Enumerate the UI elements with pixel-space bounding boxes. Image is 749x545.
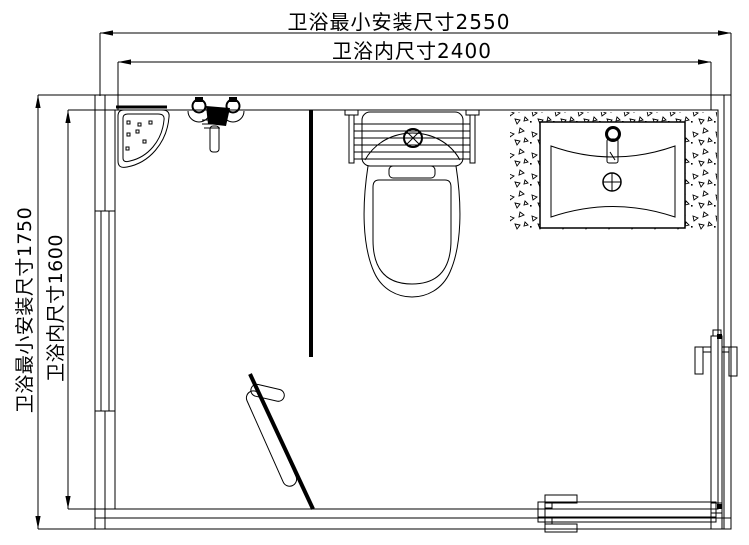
panel-corner-block [717,334,722,339]
faucet-head [605,126,621,142]
dim-label-top-inner: 卫浴内尺寸2400 [332,39,492,63]
drain-hole [126,120,131,125]
panel-handle-connector [544,517,553,525]
vanity-countertop [510,112,717,232]
toilet-tank-lid-curve [364,132,461,161]
drain-hole [148,120,153,125]
dim-arrowhead [118,59,131,65]
panel-handle-connector [544,502,553,509]
panel-body [710,335,723,530]
mixer-body [206,106,230,126]
mixer-spout [209,125,220,153]
sink-basin-bowl [550,145,676,218]
flush-button-cross [406,131,420,145]
door-handle-hook [250,383,285,402]
panel-body [537,501,717,523]
panel-handle-top [544,494,578,504]
dimension-left-outer: 卫浴最小安装尺寸1750 [14,94,95,530]
rack-post-cap [465,109,480,116]
panel-handle-connector [702,346,712,353]
rack-post [469,114,476,164]
dimension-left-inner: 卫浴内尺寸1600 [45,109,115,510]
toilet [344,109,480,298]
shelf-outer-outline [117,109,170,168]
drain-hole [135,129,140,134]
rack-post-cap [344,109,359,116]
corner-shelf [116,105,170,168]
swing-door [245,373,315,510]
flush-button-circle [403,128,423,148]
dim-label-left-outer: 卫浴最小安装尺寸1750 [14,207,36,413]
valve-handle [191,98,207,114]
shelf-inner-outline [122,113,165,163]
door-handle-bar [245,390,298,487]
dim-arrowhead [65,496,71,509]
door-handle [245,383,298,487]
dim-arrowhead [65,110,71,123]
dim-arrowhead [100,30,113,36]
dim-arrowhead [718,30,731,36]
drain-hole [137,122,142,127]
rack-post [348,114,355,164]
dim-label-left-inner: 卫浴内尺寸1600 [45,234,67,382]
faucet-body [606,138,619,164]
panel-handle-bottom [544,523,578,533]
dimension-top-outer: 卫浴最小安装尺寸2550 [99,10,732,96]
shelf-drain-holes [125,120,153,151]
faucet-detail [609,151,616,161]
sliding-panel-bottom [537,494,717,533]
toilet-bowl-outer [363,165,461,298]
panel-handle-outside [728,346,738,377]
dim-label-top-outer: 卫浴最小安装尺寸2550 [288,10,511,34]
valve-handle [225,98,241,114]
wall-outer-outline [94,94,732,530]
drain-icon [602,172,622,192]
drain-hole [126,132,131,137]
walls [94,94,732,530]
panel-corner-block [717,504,722,509]
sliding-panel-right [694,329,738,530]
towel-rack [344,109,480,164]
dimension-top-inner: 卫浴内尺寸2400 [117,39,712,110]
faucet [605,126,621,164]
shower-mixer [187,97,245,153]
sliding-door-panels [537,329,738,533]
dim-arrowhead [35,95,41,108]
dim-arrowhead [698,59,711,65]
seat-hinge [388,165,436,179]
panel-handle-connector [721,346,730,353]
wall-inner-outline [114,109,719,510]
dim-arrowhead [35,516,41,529]
toilet-seat-inner [372,179,452,285]
panel-handle-inside [694,346,704,375]
drain-hole [142,139,147,144]
flush-button [403,128,423,148]
drain-hole [125,146,130,151]
